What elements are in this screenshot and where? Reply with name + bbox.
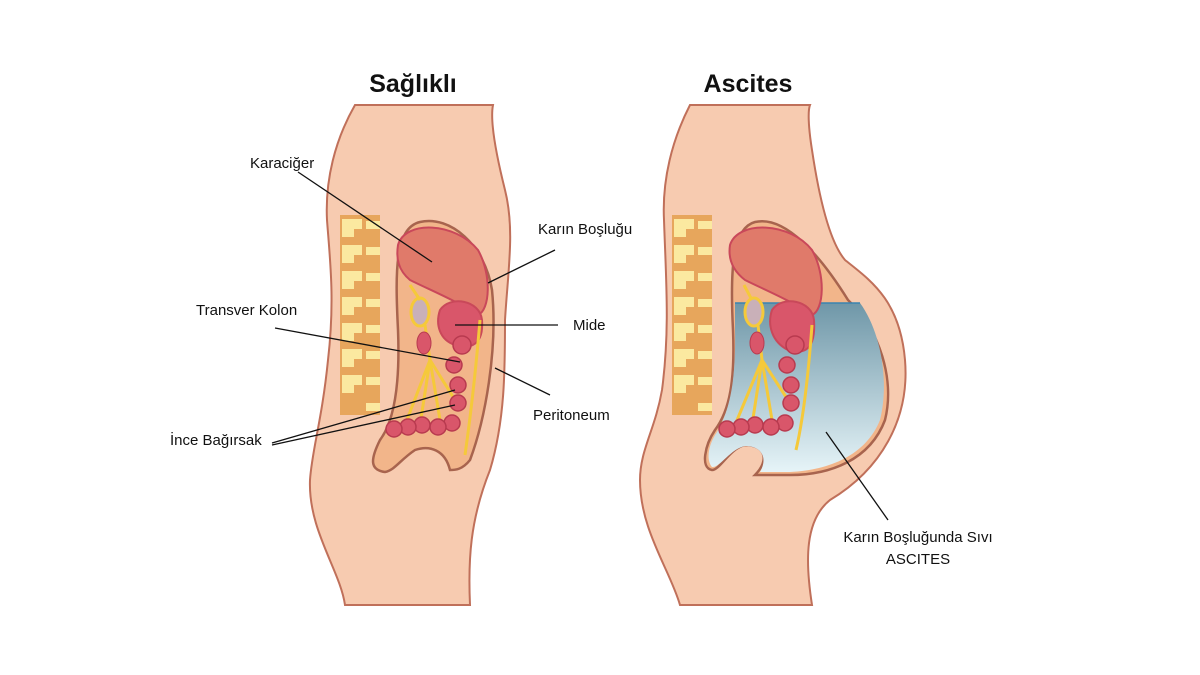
spine — [340, 215, 380, 415]
label-abdominal-cavity: Karın Boşluğu — [538, 221, 632, 238]
label-peritoneum: Peritoneum — [533, 407, 610, 424]
mesentery — [733, 284, 814, 451]
ascites-title: Ascites — [704, 70, 793, 98]
ascites-panel: Ascites Karın Boşluğunda Sıvı ASCITES — [638, 70, 993, 606]
spine — [672, 215, 712, 415]
label-ascites-fluid: Karın Boşluğunda Sıvı — [843, 529, 992, 546]
organ-gray — [409, 296, 431, 328]
healthy-title: Sağlıklı — [369, 70, 457, 98]
organ-gray — [743, 296, 765, 328]
liver — [728, 226, 823, 317]
colon-segment — [749, 331, 765, 355]
mesentery — [403, 284, 482, 456]
label-ascites: ASCITES — [886, 551, 950, 568]
label-small-intestine: İnce Bağırsak — [170, 431, 262, 449]
label-liver: Karaciğer — [250, 155, 314, 172]
label-transverse-colon: Transver Kolon — [196, 302, 297, 319]
healthy-panel: Sağlıklı Karaciğer Karın Boşluğu Transve… — [170, 70, 632, 606]
label-stomach: Mide — [573, 317, 606, 334]
colon-segment — [416, 331, 432, 355]
